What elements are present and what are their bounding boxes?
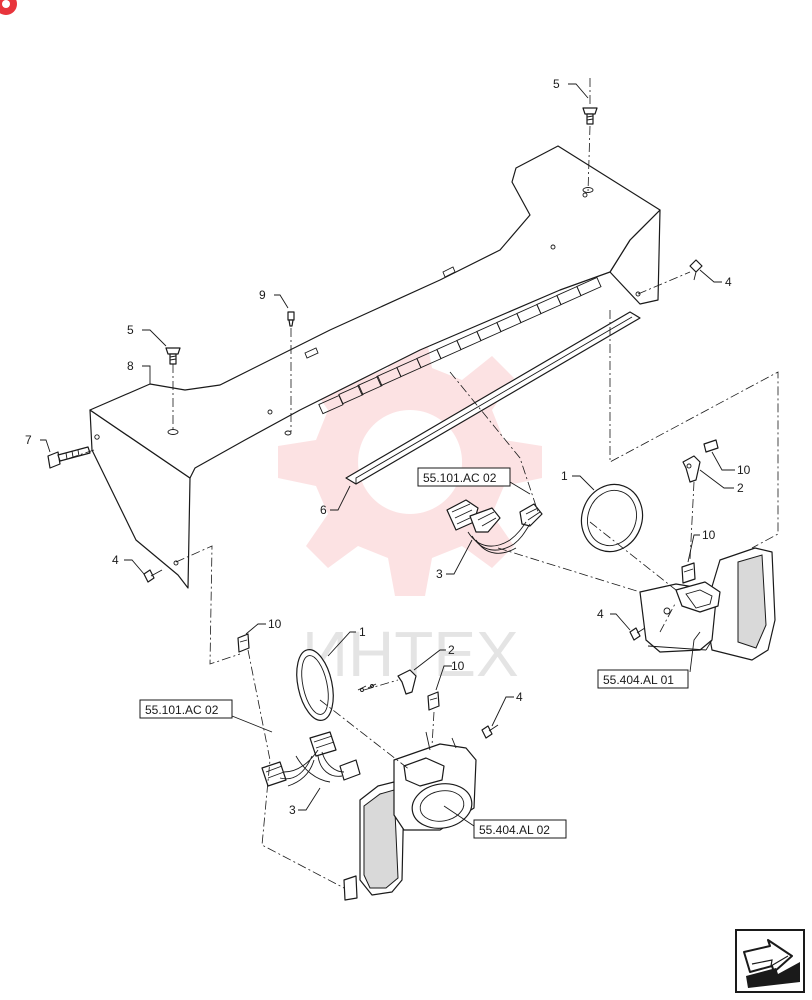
callout-screw-left-low: 4 bbox=[112, 553, 119, 567]
callout-screw-right: 4 bbox=[725, 275, 732, 289]
ref-box-lamp-right[interactable]: 55.404.AL 01 bbox=[597, 669, 689, 689]
lens-right bbox=[580, 483, 644, 553]
harness-left bbox=[261, 731, 361, 787]
ref-harness-left-label: 55.101.AC 02 bbox=[145, 703, 219, 717]
callout-screw-right-low: 4 bbox=[597, 607, 604, 621]
panel-louvers bbox=[318, 276, 602, 415]
callout-clip-left: 10 bbox=[268, 617, 282, 631]
callout-screw-mid: 4 bbox=[516, 690, 523, 704]
ref-box-harness-left[interactable]: 55.101.AC 02 bbox=[139, 699, 233, 719]
lamp-mount-panel bbox=[89, 145, 661, 589]
screw-front bbox=[287, 311, 295, 327]
bracket-right bbox=[682, 439, 719, 483]
callout-numbers: 5 5 8 9 7 6 4 4 4 4 1 1 2 2 10 10 10 10 … bbox=[25, 77, 751, 817]
callout-clip-right-low: 10 bbox=[702, 528, 716, 542]
next-page-arrow-icon[interactable] bbox=[735, 929, 805, 993]
construction-lines bbox=[63, 78, 779, 889]
bracket-left bbox=[357, 669, 417, 695]
clip-mid bbox=[427, 691, 440, 711]
callout-clip-right-top: 10 bbox=[737, 463, 751, 477]
callout-harness-right: 3 bbox=[436, 567, 443, 581]
callout-screw-top: 5 bbox=[553, 77, 560, 91]
ref-box-harness-right[interactable]: 55.101.AC 02 bbox=[417, 467, 511, 487]
bolt-side bbox=[47, 446, 91, 469]
screw-mid bbox=[481, 724, 499, 739]
lens-left bbox=[296, 649, 334, 721]
ref-harness-right-label: 55.101.AC 02 bbox=[423, 471, 497, 485]
ref-lamp-left-label: 55.404.AL 02 bbox=[479, 823, 550, 837]
ref-lamp-right-label: 55.404.AL 01 bbox=[603, 673, 674, 687]
clip-left bbox=[237, 633, 250, 653]
screw-right bbox=[689, 259, 703, 281]
clip-right bbox=[681, 562, 696, 584]
screw-top bbox=[582, 107, 598, 125]
callout-clip-mid: 10 bbox=[451, 659, 465, 673]
trim-strip bbox=[345, 311, 641, 485]
screw-left bbox=[165, 347, 181, 365]
callout-bracket-right: 2 bbox=[737, 481, 744, 495]
callout-panel: 8 bbox=[127, 359, 134, 373]
brand-logo-icon bbox=[0, 0, 17, 15]
callout-harness-left: 3 bbox=[289, 803, 296, 817]
lamp-housing-right bbox=[639, 547, 776, 661]
screw-left-low bbox=[143, 569, 163, 583]
lamp-housing-left bbox=[343, 731, 477, 901]
ref-box-lamp-left[interactable]: 55.404.AL 02 bbox=[473, 819, 567, 839]
callout-lens-right: 1 bbox=[561, 469, 568, 483]
callout-strip: 6 bbox=[320, 503, 327, 517]
callout-lens-left: 1 bbox=[359, 625, 366, 639]
callout-bracket-left: 2 bbox=[448, 643, 455, 657]
callout-bolt-side: 7 bbox=[25, 433, 32, 447]
callout-screw-left: 5 bbox=[127, 323, 134, 337]
callout-screw-front: 9 bbox=[259, 288, 266, 302]
harness-right bbox=[446, 499, 543, 554]
callout-leaders bbox=[40, 83, 735, 827]
